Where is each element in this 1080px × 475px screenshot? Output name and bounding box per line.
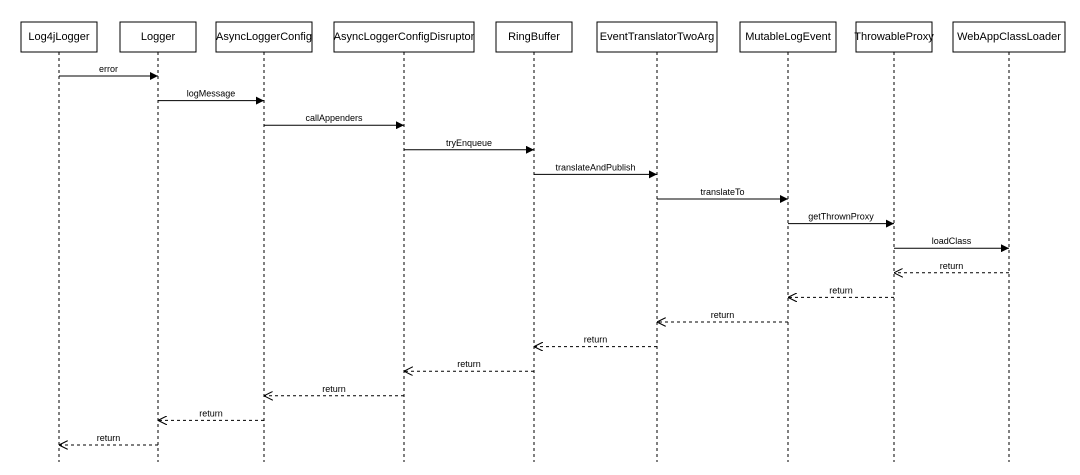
message-label: callAppenders bbox=[305, 113, 363, 123]
return-message-15: return bbox=[59, 433, 158, 445]
participant-ring-buffer: RingBuffer bbox=[495, 21, 573, 53]
call-message-7: loadClass bbox=[894, 236, 1009, 253]
message-label: tryEnqueue bbox=[446, 138, 492, 148]
participant-web-app-class-loader: WebAppClassLoader bbox=[952, 21, 1066, 53]
return-message-12: return bbox=[404, 359, 534, 371]
return-message-10: return bbox=[657, 310, 788, 322]
call-message-5: translateTo bbox=[657, 187, 788, 203]
participant-box bbox=[739, 21, 837, 53]
message-label: logMessage bbox=[187, 89, 236, 99]
return-message-11: return bbox=[534, 335, 657, 347]
participant-label: AsyncLoggerConfigDisruptor bbox=[334, 31, 475, 43]
participant-label: EventTranslatorTwoArg bbox=[600, 31, 715, 43]
call-message-6: getThrownProxy bbox=[788, 212, 894, 228]
participant-log4j-logger: Log4jLogger bbox=[20, 21, 98, 53]
participant-box bbox=[855, 21, 933, 53]
participant-label: RingBuffer bbox=[508, 31, 560, 43]
participant-label: AsyncLoggerConfig bbox=[216, 31, 312, 43]
participant-box bbox=[215, 21, 313, 53]
message-label: return bbox=[457, 359, 481, 369]
call-message-2: callAppenders bbox=[264, 113, 404, 130]
participant-boxes: Log4jLogger Logger AsyncLoggerConfig AsyncL… bbox=[20, 21, 1066, 53]
participant-logger: Logger bbox=[119, 21, 197, 53]
participant-label: MutableLogEvent bbox=[745, 31, 831, 43]
participant-box bbox=[952, 21, 1066, 53]
return-message-8: return bbox=[894, 261, 1009, 273]
participant-throwable-proxy: ThrowableProxy bbox=[854, 21, 934, 53]
message-label: return bbox=[829, 285, 853, 295]
message-label: return bbox=[584, 335, 608, 345]
call-message-4: translateAndPublish bbox=[534, 162, 657, 179]
participant-box bbox=[20, 21, 98, 53]
message-label: translateTo bbox=[700, 187, 744, 197]
message-label: loadClass bbox=[932, 236, 972, 246]
message-label: return bbox=[322, 384, 346, 394]
participant-async-logger-config-disruptor: AsyncLoggerConfigDisruptor bbox=[333, 21, 475, 53]
message-label: translateAndPublish bbox=[555, 162, 635, 172]
participant-label: ThrowableProxy bbox=[854, 31, 934, 43]
call-message-3: tryEnqueue bbox=[404, 138, 534, 154]
participant-async-logger-config: AsyncLoggerConfig bbox=[215, 21, 313, 53]
participant-box bbox=[596, 21, 718, 53]
participant-box bbox=[333, 21, 475, 53]
participant-event-translator-two-arg: EventTranslatorTwoArg bbox=[596, 21, 718, 53]
return-message-14: return bbox=[158, 408, 264, 420]
message-label: return bbox=[940, 261, 964, 271]
call-message-1: logMessage bbox=[158, 89, 264, 105]
participant-label: WebAppClassLoader bbox=[957, 31, 1061, 43]
participant-box bbox=[119, 21, 197, 53]
message-label: getThrownProxy bbox=[808, 212, 874, 222]
message-label: return bbox=[97, 433, 121, 443]
message-label: return bbox=[711, 310, 735, 320]
return-message-13: return bbox=[264, 384, 404, 396]
return-message-9: return bbox=[788, 285, 894, 297]
participant-box bbox=[495, 21, 573, 53]
participant-label: Log4jLogger bbox=[28, 31, 90, 43]
message-label: return bbox=[199, 408, 223, 418]
messages: error logMessage callAppenders tryEnqueue tr… bbox=[59, 64, 1009, 445]
participant-mutable-log-event: MutableLogEvent bbox=[739, 21, 837, 53]
message-label: error bbox=[99, 64, 118, 74]
lifelines bbox=[58, 52, 1010, 462]
participant-label: Logger bbox=[141, 31, 176, 43]
call-message-0: error bbox=[59, 64, 158, 80]
